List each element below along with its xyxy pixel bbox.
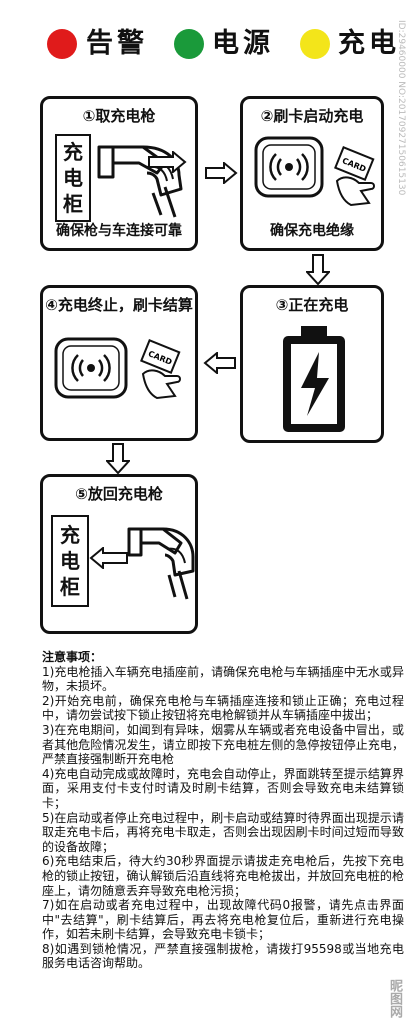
charging-gun-icon xyxy=(97,145,183,218)
step-2-box: ②刷卡启动充电 CARD 确保充电绝缘 xyxy=(240,96,384,251)
notes-section: 注意事项： 1)充电枪插入车辆充电插座前，请确保充电枪与车辆插座中无水或异物，未… xyxy=(42,650,404,971)
step-5-box: ⑤放回充电枪 充 电 柜 xyxy=(40,474,198,634)
cabinet-char: 柜 xyxy=(60,575,80,599)
arrow-right-icon xyxy=(205,162,238,184)
note-item: 6)充电结束后，待大约30秒界面提示请拔走充电枪后，先按下充电枪的锁止按钮，确认… xyxy=(42,854,404,898)
hand-card-icon: CARD xyxy=(334,145,375,207)
arrow-left-icon xyxy=(203,352,236,374)
cabinet-char: 充 xyxy=(60,523,80,547)
status-legend: 告警 电源 充电 xyxy=(0,26,408,62)
cabinet-char: 充 xyxy=(63,140,83,164)
cabinet-char: 电 xyxy=(60,549,80,573)
watermark-id: ID:29460000 NO:20170927150615130 xyxy=(396,20,406,196)
note-item: 3)在充电期间，如闻到有异味，烟雾从车辆或者充电设备中冒出，或者其他危险情况发生… xyxy=(42,722,404,767)
note-item: 1)充电枪插入车辆充电插座前，请确保充电枪与车辆插座中无水或异物，未损坏。 xyxy=(42,664,404,694)
legend-label-power: 电源 xyxy=(212,28,274,59)
charging-cabinet: 充 电 柜 xyxy=(55,134,91,222)
step-1-box: ①取充电枪 充 电 柜 确保枪与车连接可靠 xyxy=(40,96,198,251)
step-1-note: 确保枪与车连接可靠 xyxy=(56,223,182,239)
step-3-title: ③正在充电 xyxy=(275,296,349,314)
legend-label-charging: 充电 xyxy=(338,28,400,59)
arrow-down-icon xyxy=(106,443,130,475)
note-item: 4)充电自动完成或故障时，充电会自动停止，界面跳转至提示结算界面，采用支付卡支付… xyxy=(42,766,404,810)
note-item: 5)在启动或者停止充电过程中，刷卡启动或结算时待界面出现提示请取走充电卡后，再将… xyxy=(42,810,404,854)
card-reader-icon xyxy=(54,337,128,399)
cabinet-char: 电 xyxy=(63,166,83,190)
step-4-title: ④充电终止，刷卡结算 xyxy=(45,296,193,314)
arrow-down-icon xyxy=(306,254,330,286)
arrow-left-icon xyxy=(89,547,128,569)
arrow-right-icon xyxy=(148,151,187,173)
yellow-charging-dot xyxy=(300,29,330,59)
cabinet-char: 柜 xyxy=(63,192,83,216)
green-power-dot xyxy=(174,29,204,59)
step-2-note: 确保充电绝缘 xyxy=(270,223,354,239)
charging-gun-icon xyxy=(127,527,195,600)
legend-label-alarm: 告警 xyxy=(86,28,148,59)
step-2-title: ②刷卡启动充电 xyxy=(260,107,364,125)
charging-cabinet: 充 电 柜 xyxy=(51,515,89,607)
note-item: 7)如在启动或者充电过程中，出现故障代码0报警，请先点击界面中"去结算"，刷卡结… xyxy=(42,898,404,942)
step-5-title: ⑤放回充电枪 xyxy=(75,485,163,503)
brand-watermark: 昵图网 xyxy=(387,979,402,1018)
note-item: 2)开始充电前，确保充电枪与车辆插座连接和锁止正确；充电过程中，请勿尝试按下锁止… xyxy=(42,693,404,723)
hand-card-icon: CARD xyxy=(140,338,181,400)
step-1-title: ①取充电枪 xyxy=(82,107,156,125)
red-alarm-dot xyxy=(47,29,77,59)
card-reader-icon xyxy=(254,136,324,198)
step-3-box: ③正在充电 xyxy=(240,285,384,443)
step-4-box: ④充电终止，刷卡结算 CARD xyxy=(40,285,198,441)
note-item: 8)如遇到锁枪情况，严禁直接强制拔枪，请拨打95598或当地充电服务电话咨询帮助… xyxy=(42,941,404,971)
notes-heading: 注意事项： xyxy=(42,650,103,664)
battery-charging-icon xyxy=(283,326,345,432)
